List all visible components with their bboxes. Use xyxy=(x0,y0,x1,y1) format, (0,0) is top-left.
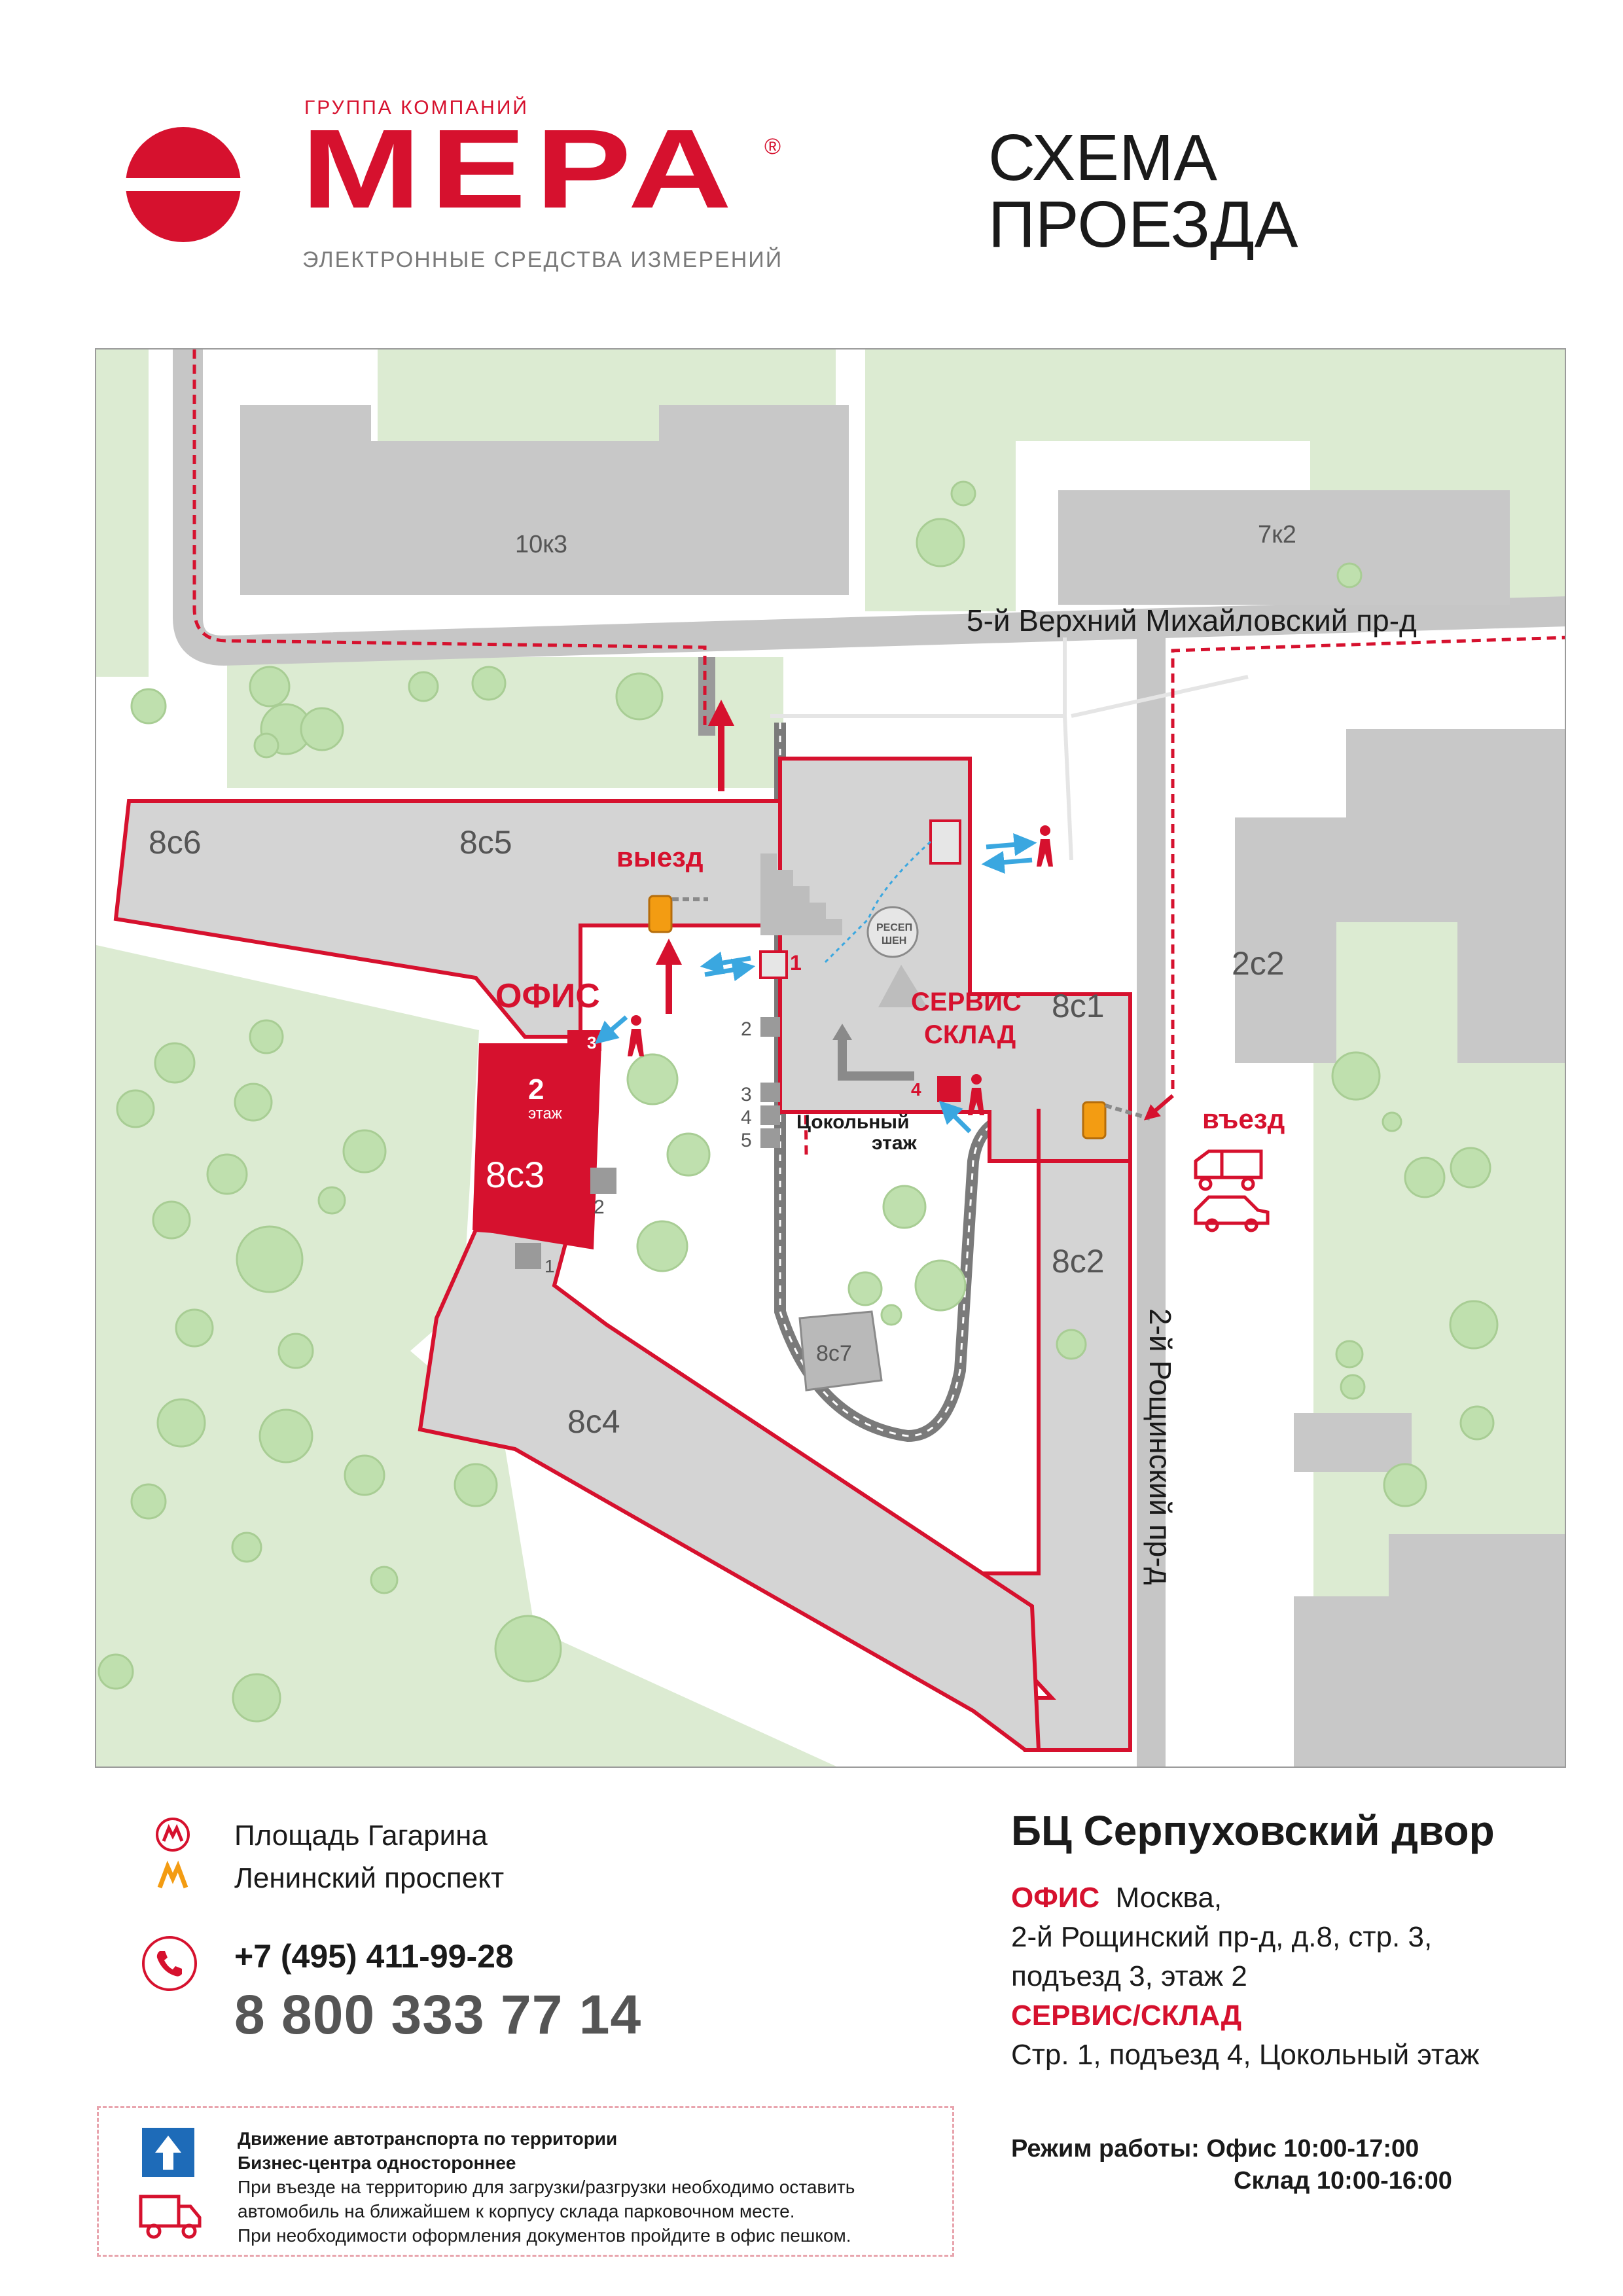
hours-office: Офис 10:00-17:00 xyxy=(1206,2135,1419,2162)
office-address-line-3: подъезд 3, этаж 2 xyxy=(1011,1960,1247,1992)
one-way-icon xyxy=(142,2128,194,2177)
metro-icon-orange xyxy=(157,1860,188,1889)
business-center xyxy=(113,757,1132,1752)
entrance-number: 1 xyxy=(544,1256,555,1276)
entrance-number: 2 xyxy=(594,1196,605,1218)
truck-notice-icon xyxy=(139,2195,202,2239)
reception-label-1: РЕСЕП xyxy=(876,922,912,933)
building-label-8s2: 8с2 xyxy=(1052,1243,1105,1280)
pedestrian-icons xyxy=(628,825,1053,1115)
notice-line-1: Движение автотранспорта по территории xyxy=(238,2128,618,2149)
building-label-7k2: 7к2 xyxy=(1258,521,1296,548)
business-center-name: БЦ Серпуховский двор xyxy=(1011,1807,1495,1854)
registered-mark: ® xyxy=(764,134,781,159)
notice-line-4: автомобиль на ближайшем к корпусу склада… xyxy=(238,2201,795,2221)
metro-icon-red xyxy=(156,1818,190,1852)
building-label-2s2: 2с2 xyxy=(1232,945,1285,982)
building-label-8s7: 8с7 xyxy=(816,1341,852,1366)
route-map: 5-й Верхний Михайловский пр-д 2-й Рощинс… xyxy=(95,348,1566,1768)
stairs xyxy=(760,853,842,935)
truck-icon xyxy=(1194,1149,1263,1191)
reception-label-2: ШЕН xyxy=(882,935,906,946)
map-canvas: 5-й Верхний Михайловский пр-д 2-й Рощинс… xyxy=(96,350,1565,1767)
service-label-2: СКЛАД xyxy=(924,1020,1016,1049)
service-route-arrow xyxy=(838,1033,914,1081)
entrance-number: 3 xyxy=(587,1033,596,1052)
entry-label: въезд xyxy=(1202,1103,1285,1134)
hours-warehouse: Склад 10:00-16:00 xyxy=(1234,2167,1452,2195)
page-title: СХЕМА ПРОЕЗДА xyxy=(988,124,1298,258)
floor-word: этаж xyxy=(528,1105,562,1122)
basement-label-2: этаж xyxy=(872,1132,918,1154)
service-address-line: Стр. 1, подъезд 4, Цокольный этаж xyxy=(1011,2039,1480,2071)
address-block: ОФИС Москва, 2-й Рощинский пр-д, д.8, ст… xyxy=(1011,1878,1561,2075)
building-label-8s1: 8с1 xyxy=(1052,988,1105,1024)
entrance-number: 5 xyxy=(741,1130,752,1151)
building-label-8s4: 8с4 xyxy=(567,1403,620,1440)
brand-tagline: ЭЛЕКТРОННЫЕ СРЕДСТВА ИЗМЕРЕНИЙ xyxy=(302,247,783,272)
reception-circle xyxy=(866,906,919,958)
ramp xyxy=(878,965,927,1007)
building-8s3 xyxy=(473,1043,601,1249)
phone-number-free[interactable]: 8 800 333 77 14 xyxy=(234,1984,642,2045)
building-label-8s6: 8с6 xyxy=(149,824,202,861)
office-city: Москва, xyxy=(1115,1882,1222,1914)
brand-group-label: ГРУППА КОМПАНИЙ xyxy=(304,97,529,118)
office-label: ОФИС xyxy=(495,977,600,1015)
phone-icon xyxy=(142,1936,197,1991)
direction-arrows xyxy=(594,700,1174,1134)
office-label: ОФИС xyxy=(1011,1882,1100,1914)
street-east: 2-й Рощинский пр-д xyxy=(1143,1308,1177,1585)
car-icon xyxy=(1194,1195,1270,1232)
notice-text: Движение автотранспорта по территории Би… xyxy=(238,2126,951,2248)
building-label-8s3: 8с3 xyxy=(486,1154,544,1195)
entrance-markers xyxy=(515,819,961,1269)
hours-label: Режим работы: xyxy=(1011,2135,1200,2162)
brand-name: МЕРА xyxy=(301,105,741,232)
phone-number-moscow[interactable]: +7 (495) 411-99-28 xyxy=(234,1938,514,1975)
building-label-8s5: 8с5 xyxy=(459,824,512,861)
entrance-number: 2 xyxy=(741,1018,752,1040)
notice-line-2: Бизнес-центра одностороннее xyxy=(238,2153,516,2173)
trees xyxy=(98,480,1499,1723)
entrance-number: 3 xyxy=(741,1084,752,1105)
notice-line-5: При необходимости оформления документов … xyxy=(238,2225,851,2246)
service-label: СЕРВИС/СКЛАД xyxy=(1011,2000,1242,2032)
service-label-1: СЕРВИС xyxy=(911,988,1022,1016)
building-label-10k3: 10к3 xyxy=(515,531,567,558)
street-north: 5-й Верхний Михайловский пр-д xyxy=(967,603,1417,637)
title-line-2: ПРОЕЗДА xyxy=(988,188,1298,261)
basement-label-1: Цокольный xyxy=(796,1111,910,1133)
barriers xyxy=(648,895,1150,1139)
building-8s7 xyxy=(798,1310,883,1391)
exit-label: выезд xyxy=(616,842,704,872)
traffic-notice: Движение автотранспорта по территории Би… xyxy=(97,2106,954,2257)
entrance-number: 4 xyxy=(911,1079,921,1100)
hours-office-row: Режим работы: Офис 10:00-17:00 xyxy=(1011,2135,1561,2163)
office-address-line-1: ОФИС Москва, xyxy=(1011,1878,1561,1918)
floor-number: 2 xyxy=(528,1073,544,1105)
brand-emblem xyxy=(92,127,275,242)
office-address-line-2: 2-й Рощинский пр-д, д.8, стр. 3, xyxy=(1011,1921,1433,1953)
metro-station-1: Площадь Гагарина xyxy=(234,1820,488,1852)
hours-warehouse-row: Склад 10:00-16:00 xyxy=(1011,2167,1561,2195)
surrounding-buildings xyxy=(240,405,1565,1767)
entrance-number: 1 xyxy=(790,951,802,975)
notice-line-3: При въезде на территорию для загрузки/ра… xyxy=(238,2177,855,2197)
metro-station-2: Ленинский проспект xyxy=(234,1862,505,1894)
title-line-1: СХЕМА xyxy=(988,121,1217,194)
entrance-number: 4 xyxy=(741,1107,752,1128)
working-hours: Режим работы: Офис 10:00-17:00 Склад 10:… xyxy=(1011,2135,1561,2195)
building-8s4 xyxy=(418,1227,1041,1752)
